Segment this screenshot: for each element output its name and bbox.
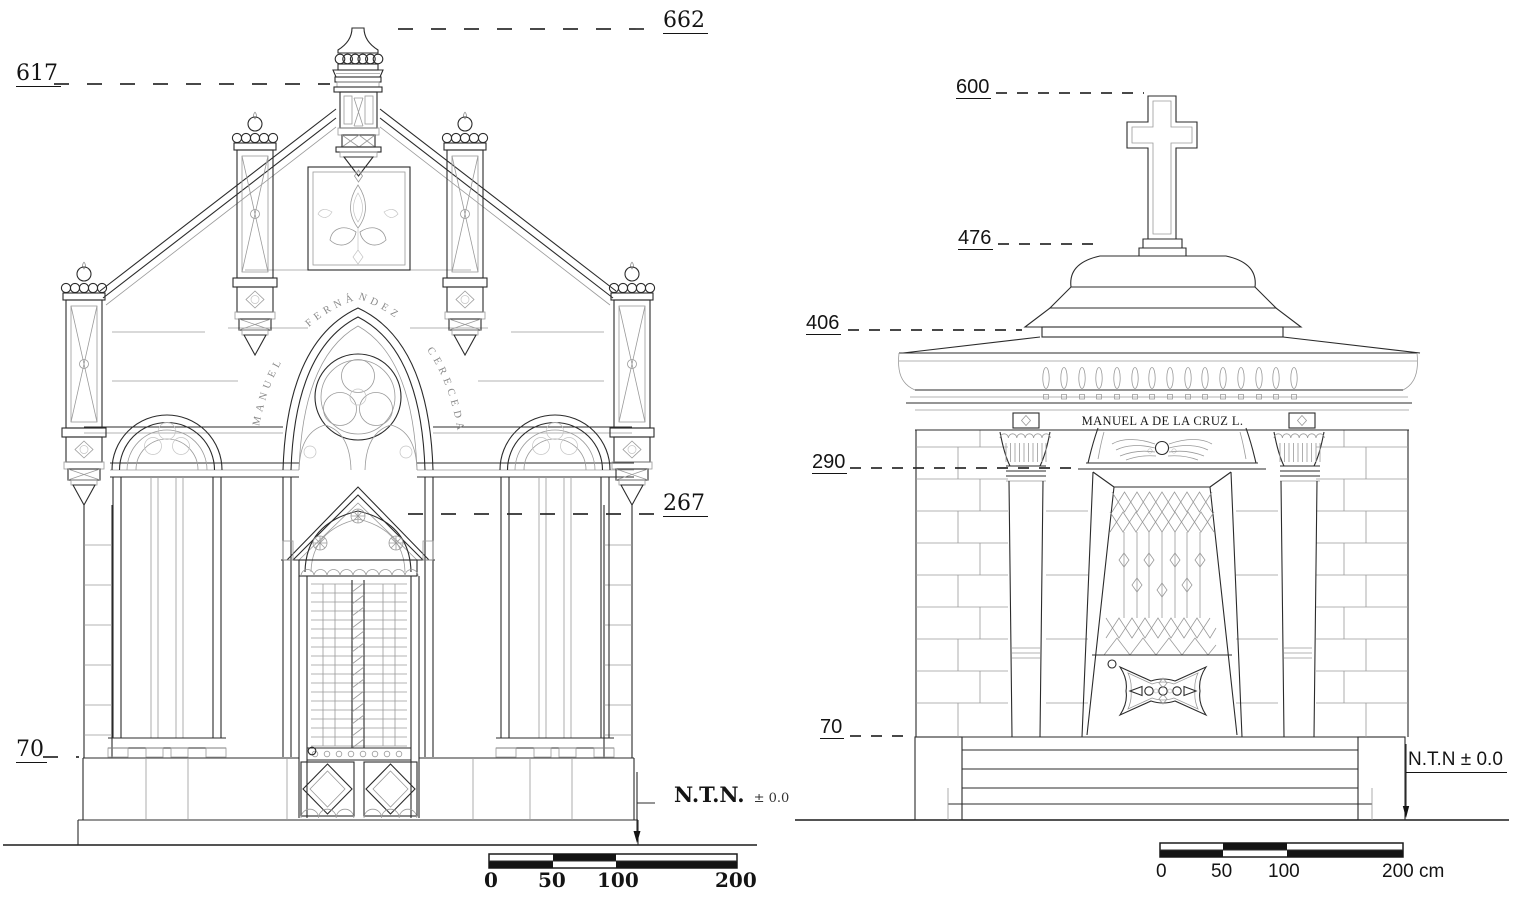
latin-cross (1126, 95, 1198, 240)
dim-label-617: 617 (16, 63, 61, 87)
hourglass-motif (353, 97, 364, 127)
scale-tick-50-right: 50 (1211, 861, 1233, 882)
dim-label-600: 600 (956, 76, 992, 99)
portal-canopy (281, 486, 435, 573)
door-lintel (1078, 427, 1266, 470)
facade-inscription: MANUEL FERNÁNDEZ CERECEDA (251, 291, 466, 436)
gable-trefoil-panel (307, 166, 411, 271)
star-rosettes (312, 508, 404, 551)
palm-column-left (998, 429, 1052, 738)
dim-label-70-left: 70 (16, 739, 47, 763)
gable-roof (99, 108, 617, 306)
stepped-crown (1023, 238, 1303, 328)
dim-label-662: 662 (663, 10, 708, 34)
side-arch-window-left (107, 414, 227, 758)
datum-label-right: N.T.N ± 0.0 (1406, 750, 1507, 773)
gothic-pinnacle (441, 111, 489, 356)
side-arch-window-right (495, 414, 615, 758)
scale-tick-50-left: 50 (538, 868, 566, 892)
scale-tick-0-right: 0 (1156, 861, 1167, 882)
cornice-slots (1042, 367, 1298, 389)
scale-bar-right (1159, 842, 1404, 858)
gothic-pinnacle (231, 111, 279, 356)
datum-leader-right (1402, 744, 1410, 818)
dim-label-476: 476 (958, 227, 994, 250)
left-elevation-drawing: MANUEL FERNÁNDEZ CERECEDA (3, 27, 757, 869)
dim-label-406: 406 (806, 312, 842, 335)
dim-label-290: 290 (812, 451, 848, 474)
dim-label-267: 267 (663, 493, 708, 517)
scale-tick-200-right: 200 cm (1382, 861, 1445, 882)
gothic-pinnacle (608, 261, 656, 506)
door-handle (307, 746, 317, 756)
scale-bar-left (488, 853, 738, 869)
frieze-inscription: MANUEL A DE LA CRUZ L. (1081, 414, 1244, 428)
palm-column-right (1272, 429, 1326, 738)
battered-doorway (1081, 471, 1243, 738)
frieze-rosette-icon (1020, 414, 1308, 427)
right-elevation-drawing (795, 92, 1509, 858)
base-steps (914, 736, 1406, 821)
scale-tick-100-left: 100 (597, 868, 639, 892)
center-finial (332, 27, 384, 183)
dim-label-70-right: 70 (820, 716, 845, 739)
datum-text: N.T.N. (674, 782, 745, 807)
datum-value: ± 0.0 (753, 791, 790, 806)
scale-tick-200-left: 200 (715, 868, 757, 892)
datum-label-left: N.T.N. ± 0.0 (674, 784, 789, 805)
datum-leader-left (633, 772, 655, 843)
maltese-cross-emblem (1118, 665, 1208, 717)
gothic-pinnacle (60, 261, 108, 506)
scale-tick-0-left: 0 (484, 868, 498, 892)
door-grille (298, 559, 420, 819)
iron-gate-lattice (1092, 491, 1232, 656)
rose-window-arch (282, 307, 434, 757)
scale-tick-100-right: 100 (1268, 861, 1300, 882)
cavetto-cornice (898, 326, 1421, 404)
winged-sun-disk-icon (1111, 439, 1213, 461)
